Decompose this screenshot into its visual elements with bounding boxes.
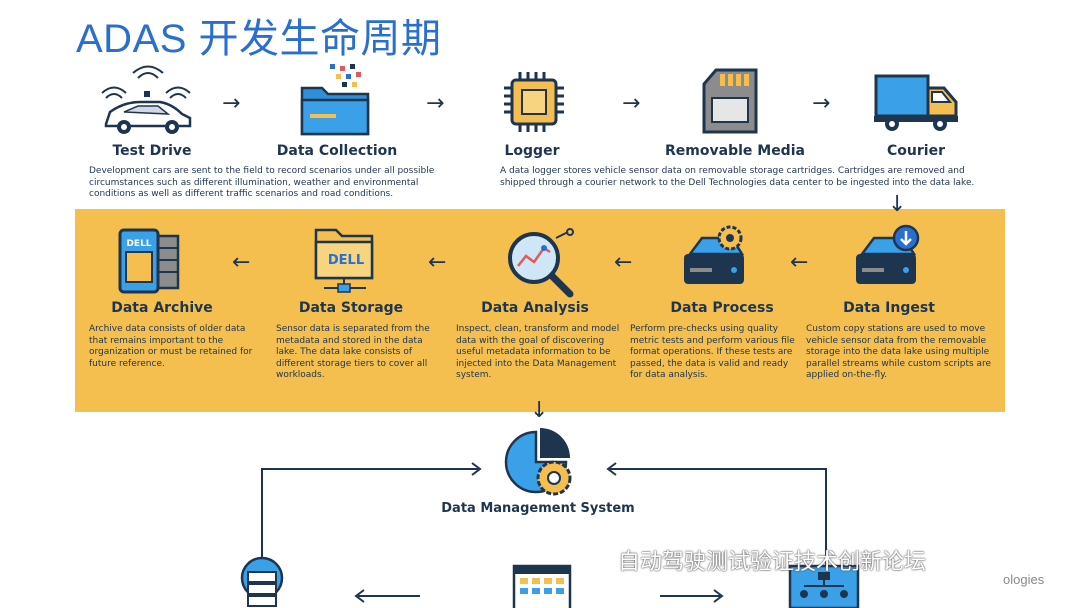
- desc-data-storage: Sensor data is separated from the metada…: [276, 324, 430, 380]
- sd-card-icon: [702, 68, 758, 134]
- step-label-data-collection: Data Collection: [276, 143, 398, 159]
- arrow-left-icon: ←: [790, 250, 809, 275]
- arrow-left-icon: ←: [232, 250, 251, 275]
- drive-gear-icon: [684, 225, 745, 284]
- arrow-down-icon: ↓: [888, 192, 907, 217]
- step-label-data-ingest: Data Ingest: [843, 300, 935, 316]
- calendar-grid-icon: [512, 564, 572, 608]
- car-wifi-icon: [101, 65, 192, 134]
- cloud-server-icon: [240, 556, 284, 607]
- step-label-courier: Courier: [887, 143, 945, 159]
- step-label-data-management: Data Management System: [441, 501, 635, 516]
- step-label-data-process: Data Process: [670, 300, 774, 316]
- loop-connectors: [261, 462, 827, 603]
- step-label-data-archive: Data Archive: [111, 300, 213, 316]
- desc-logger: A data logger stores vehicle sensor data…: [500, 166, 975, 188]
- arrow-down-icon: ↓: [530, 398, 549, 423]
- arrow-right-icon: →: [426, 91, 445, 116]
- arrow-left-icon: ←: [428, 250, 447, 275]
- truck-icon: [874, 74, 958, 131]
- brand-fragment: ologies: [1003, 572, 1045, 587]
- desc-data-process: Perform pre-checks using quality metric …: [630, 324, 795, 380]
- desc-data-archive: Archive data consists of older data that…: [89, 324, 253, 369]
- page-title: ADAS 开发生命周期: [76, 17, 442, 61]
- arrow-left-icon: ←: [614, 250, 633, 275]
- arrow-right-icon: →: [622, 91, 641, 116]
- dell-logo: DELL: [328, 253, 364, 268]
- arrow-right-icon: →: [812, 91, 831, 116]
- desc-data-ingest: Custom copy stations are used to move ve…: [806, 324, 992, 380]
- step-label-test-drive: Test Drive: [112, 143, 192, 159]
- folder-data-icon: [300, 64, 370, 136]
- chip-icon: [504, 72, 564, 132]
- desc-data-analysis: Inspect, clean, transform and model data…: [456, 324, 620, 380]
- network-tree-icon: [788, 564, 860, 608]
- tablet-server-icon: DELL: [118, 228, 180, 294]
- storage-folder-icon: DELL: [314, 228, 374, 293]
- watermark: 自动驾驶测试验证技术创新论坛: [618, 550, 927, 575]
- step-label-logger: Logger: [504, 143, 560, 159]
- step-label-data-analysis: Data Analysis: [481, 300, 589, 316]
- step-label-removable-media: Removable Media: [665, 143, 805, 159]
- dell-logo-small: DELL: [126, 239, 151, 249]
- desc-test-drive: Development cars are sent to the field t…: [89, 166, 435, 199]
- pie-gear-icon: [504, 428, 572, 496]
- drive-download-icon: [856, 224, 920, 284]
- magnifier-chart-icon: [508, 228, 574, 298]
- step-label-data-storage: Data Storage: [298, 300, 404, 316]
- arrow-right-icon: →: [222, 91, 241, 116]
